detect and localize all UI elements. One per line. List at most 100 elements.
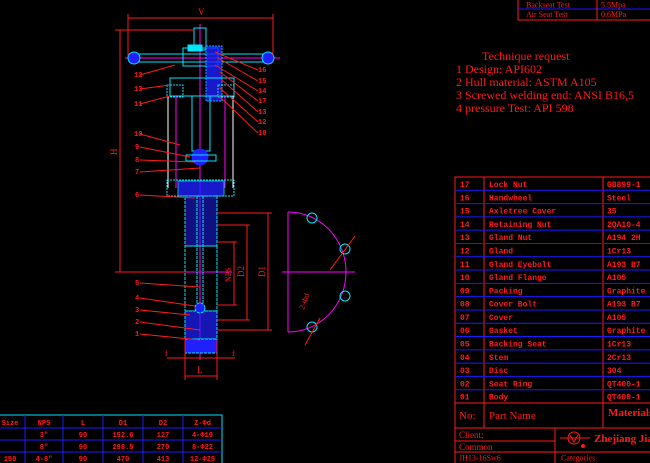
- balloon-left: 1: [135, 331, 139, 339]
- dim-v-label: V: [198, 7, 205, 17]
- parts-cell-name: Gland Flange: [489, 274, 547, 283]
- dim-table-cell: 4-Φ19: [192, 432, 213, 440]
- dim-table-cell: 270: [157, 444, 170, 452]
- balloon-left: 5: [135, 280, 139, 288]
- balloon-left: 10: [134, 131, 142, 139]
- test-table: Backseat Test 5.5Mpa Air Seat Test 0.6MP…: [517, 0, 650, 21]
- balloon-right: 15: [258, 78, 266, 86]
- parts-header-name: Part Name: [489, 410, 536, 422]
- flange-view: [282, 211, 356, 346]
- parts-cell-no: 02: [460, 380, 470, 389]
- dim-table-cell: 90: [79, 444, 87, 452]
- parts-cell-material: Steel: [607, 194, 631, 203]
- technique-request: Technique request 1 Design: API602 2 Hul…: [456, 50, 634, 115]
- parts-cell-name: Gland: [489, 247, 513, 256]
- company-logo: [560, 431, 590, 448]
- balloon-right: 13: [258, 109, 266, 117]
- parts-cell-name: Gasket: [489, 327, 518, 336]
- dim-table-header: L: [81, 420, 85, 428]
- dim-table-header: Z-Φd: [194, 420, 211, 428]
- parts-cell-no: 01: [460, 394, 470, 403]
- parts-cell-material: A105: [607, 314, 626, 323]
- dim-table-header: D2: [159, 420, 167, 428]
- parts-cell-name: Packing: [489, 287, 523, 296]
- dim-table-cell: 12-Φ25: [190, 456, 215, 463]
- dim-table-cell: 470: [117, 456, 130, 463]
- bolt-hole-label: 2-Φd: [297, 292, 311, 311]
- balloon-right: 12: [258, 119, 266, 127]
- parts-cell-no: 17: [460, 181, 470, 190]
- dim-table-header: D1: [119, 420, 127, 428]
- parts-cell-no: 15: [460, 208, 470, 217]
- parts-cell-no: 13: [460, 234, 470, 243]
- balloon-right: 14: [258, 88, 266, 96]
- parts-header-material: Materials: [608, 407, 650, 419]
- dimensions: [115, 14, 274, 380]
- parts-cell-material: GB899-1: [607, 181, 641, 190]
- balloon-left: 12: [134, 72, 142, 80]
- dim-d1-label: D1: [257, 266, 267, 277]
- parts-cell-material: 2Cr13: [607, 354, 631, 363]
- balloon-right: 16: [258, 67, 266, 75]
- dim-table-cell: 413: [157, 456, 170, 463]
- balloon-right: 17: [258, 98, 266, 106]
- parts-cell-material: 304: [607, 367, 622, 376]
- dim-table-cell: 152.6: [112, 432, 133, 440]
- balloon-left: 13: [134, 86, 142, 94]
- parts-cell-material: QT400-1: [607, 380, 641, 389]
- balloon-left: 7: [135, 169, 139, 177]
- technique-item: 2 Hull material: ASTM A105: [456, 75, 597, 89]
- dim-nps-label: NPS: [224, 267, 233, 282]
- parts-cell-no: 12: [460, 247, 470, 256]
- parts-cell-material: 1Cr13: [607, 247, 631, 256]
- common-label: Common: [459, 442, 493, 452]
- dim-table-cell: 3": [40, 432, 48, 440]
- dim-f-right-label: f: [232, 349, 235, 358]
- balloon-left: 8: [135, 157, 139, 165]
- technique-item: 4 pressure Test: API 598: [456, 101, 574, 115]
- parts-cell-name: Cover Bolt: [489, 301, 537, 310]
- parts-cell-no: 14: [460, 221, 470, 230]
- test-value: 0.6MPa: [601, 10, 627, 19]
- parts-cell-material: Graphite: [607, 327, 646, 336]
- dim-d2-label: D2: [236, 266, 246, 277]
- test-label: Air Seat Test: [526, 10, 568, 19]
- parts-cell-no: 10: [460, 274, 470, 283]
- parts-cell-material: A193 B7: [607, 301, 641, 310]
- parts-cell-no: 03: [460, 367, 470, 376]
- parts-cell-name: Handwheel: [489, 194, 532, 203]
- dim-table-header: Size: [2, 420, 19, 428]
- dim-h-label: H: [109, 148, 119, 155]
- technique-item: 3 Screwed welding end: ANSI B16,5: [456, 88, 634, 102]
- parts-cell-no: 08: [460, 301, 470, 310]
- leader-lines: [139, 51, 259, 341]
- balloon-left: 9: [135, 144, 139, 152]
- parts-cell-name: Lock Nut: [489, 181, 528, 190]
- parts-cell-no: 09: [460, 287, 470, 296]
- dim-f-left-label: f: [165, 349, 168, 358]
- valve-body: [184, 195, 218, 354]
- company-name: Zhejiang Jiahe: [594, 433, 650, 445]
- technique-item: 1 Design: API602: [456, 62, 543, 76]
- balloon-left: 4: [135, 295, 139, 303]
- parts-cell-no: 04: [460, 354, 470, 363]
- parts-cell-no: 16: [460, 194, 470, 203]
- parts-cell-no: 05: [460, 341, 470, 350]
- parts-cell-name: Retaining Nut: [489, 221, 552, 230]
- parts-cell-material: Graphite: [607, 287, 646, 296]
- technique-title: Technique request: [482, 49, 570, 63]
- parts-cell-name: Body: [489, 394, 508, 403]
- parts-cell-name: Cover: [489, 314, 513, 323]
- parts-cell-material: A194 2H: [607, 234, 641, 243]
- dim-table-header: NPS: [38, 420, 51, 428]
- test-label: Backseat Test: [526, 1, 571, 10]
- client-label: Client:: [459, 430, 484, 440]
- drawing-number: JH13-16Sw6: [459, 454, 501, 463]
- parts-cell-no: 11: [460, 261, 470, 270]
- parts-cell-material: 35: [607, 208, 617, 217]
- dim-table-cell: 90: [79, 456, 87, 463]
- parts-cell-material: 2QA10-4: [607, 221, 641, 230]
